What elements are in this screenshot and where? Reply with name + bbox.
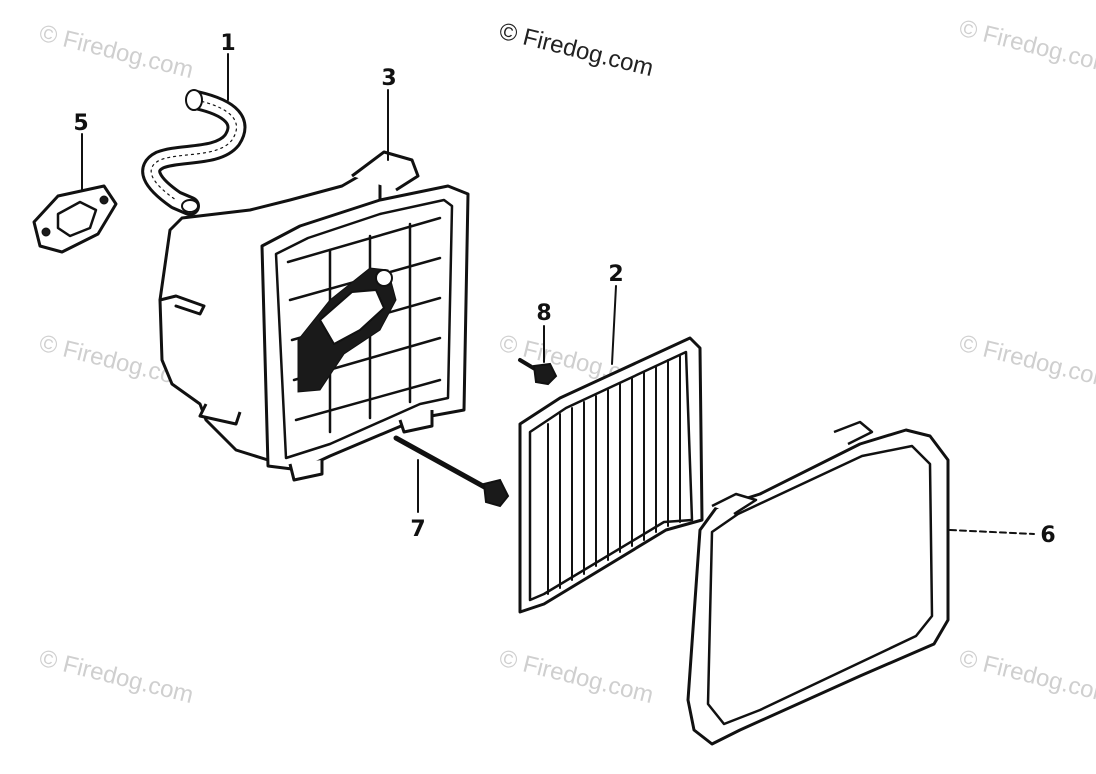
callout-5: 5 [73,111,88,136]
watermark-main: © Firedog.com [497,18,657,82]
air-cleaner-cover [686,420,950,746]
gasket [32,184,118,254]
callout-2: 2 [608,262,623,287]
watermark-tile: © Firedog.com [957,645,1096,709]
callout-6: 6 [1040,523,1055,548]
callout-3: 3 [381,66,396,91]
leader-lines [81,53,1035,535]
filter-pleats [547,355,681,595]
callout-7: 7 [410,517,425,542]
watermark-tile: © Firedog.com [37,645,197,709]
callout-1: 1 [220,31,235,56]
watermark-tile: © Firedog.com [37,20,197,84]
breather-hose [141,89,247,216]
watermark-tile: © Firedog.com [957,330,1096,394]
watermark-tile: © Firedog.com [957,15,1096,79]
bolt-small [518,358,558,386]
callout-8: 8 [536,301,551,326]
filter-element [518,336,704,614]
air-cleaner-case [158,150,470,482]
bolt-long [393,435,510,508]
watermark-tile: © Firedog.com [497,645,657,709]
